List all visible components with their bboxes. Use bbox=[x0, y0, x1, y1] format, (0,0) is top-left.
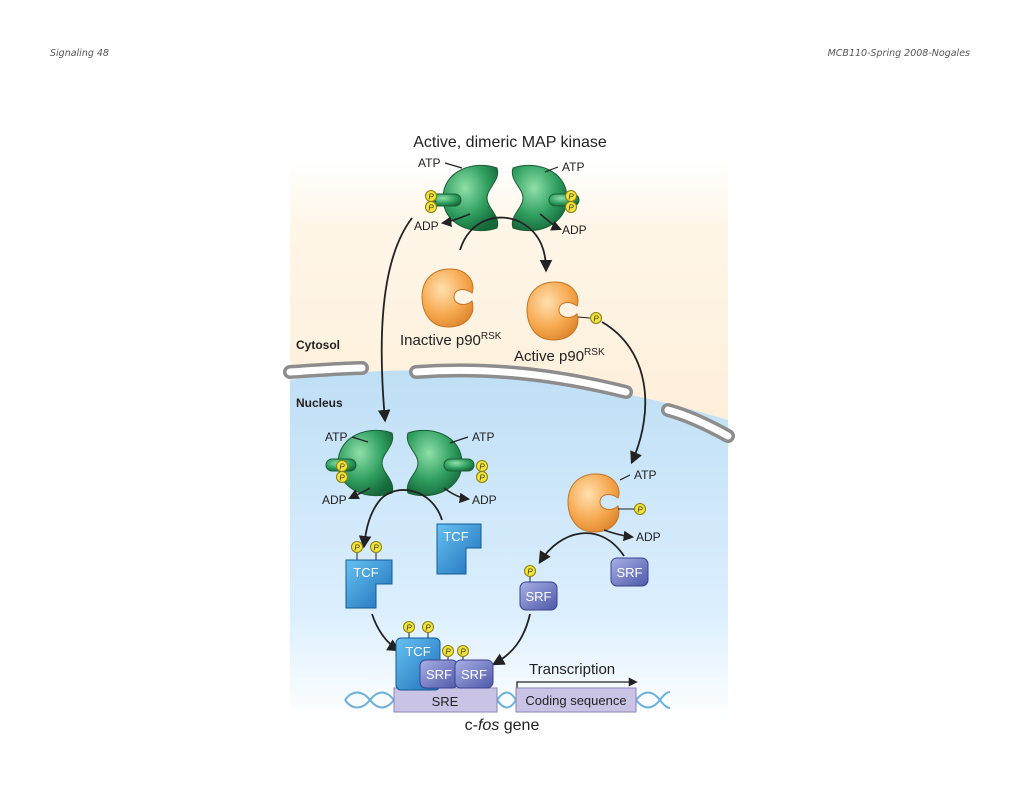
svg-text:P: P bbox=[460, 648, 466, 657]
phosphate-icon bbox=[634, 503, 646, 515]
svg-text:TCF: TCF bbox=[353, 565, 378, 580]
svg-text:P: P bbox=[445, 648, 451, 657]
svg-text:P: P bbox=[527, 568, 533, 577]
svg-text:P: P bbox=[637, 506, 643, 515]
page-header-left: Signaling 48 bbox=[50, 48, 109, 59]
coding-sequence-label: Coding sequence bbox=[525, 693, 626, 708]
svg-text:SRF: SRF bbox=[426, 667, 452, 682]
srf-phosphorylated bbox=[519, 581, 558, 611]
svg-text:TCF: TCF bbox=[443, 529, 468, 544]
phosphate-icon bbox=[336, 471, 348, 483]
adp-label-rsk: ADP bbox=[636, 530, 661, 544]
atp-label-nuc-right: ATP bbox=[472, 430, 494, 444]
svg-text:P: P bbox=[406, 624, 412, 633]
svg-text:P: P bbox=[339, 474, 345, 483]
sre-element bbox=[393, 687, 498, 713]
svg-text:SRF: SRF bbox=[526, 589, 552, 604]
svg-text:P: P bbox=[339, 463, 345, 472]
srf-bound-right bbox=[454, 659, 494, 689]
atp-label-top-right: ATP bbox=[562, 160, 584, 174]
phosphate-icon bbox=[351, 541, 363, 553]
page-header-right: MCB110-Spring 2008-Nogales bbox=[827, 48, 970, 59]
transcription-label: Transcription bbox=[529, 661, 615, 678]
figure-title: Active, dimeric MAP kinase bbox=[413, 134, 607, 151]
phosphate-icon bbox=[422, 621, 434, 633]
cytosol-label: Cytosol bbox=[296, 338, 340, 352]
adp-label-nuc-left: ADP bbox=[322, 493, 347, 507]
svg-text:P: P bbox=[373, 544, 379, 553]
active-p90rsk-label: Active p90RSK bbox=[514, 347, 605, 365]
adp-label-nuc-right: ADP bbox=[472, 493, 497, 507]
srf-unphosphorylated bbox=[610, 557, 649, 587]
svg-text:P: P bbox=[354, 544, 360, 553]
dna-helix bbox=[344, 691, 671, 709]
tcf-unphosphorylated bbox=[436, 523, 482, 575]
nucleus-label: Nucleus bbox=[296, 396, 343, 410]
sre-label: SRE bbox=[432, 694, 459, 709]
svg-text:SRF: SRF bbox=[617, 565, 643, 580]
atp-label-nuc-left: ATP bbox=[325, 430, 347, 444]
phosphate-icon bbox=[370, 541, 382, 553]
inactive-p90rsk-label: Inactive p90RSK bbox=[400, 331, 502, 349]
phosphate-icon bbox=[524, 565, 536, 577]
svg-text:P: P bbox=[593, 315, 599, 324]
phosphate-icon bbox=[403, 621, 415, 633]
svg-text:P: P bbox=[425, 624, 431, 633]
svg-text:P: P bbox=[479, 474, 485, 483]
phosphate-icon bbox=[457, 645, 469, 657]
svg-text:TCF: TCF bbox=[405, 644, 430, 659]
phosphate-icon bbox=[476, 471, 488, 483]
svg-text:P: P bbox=[568, 204, 574, 213]
svg-text:P: P bbox=[428, 193, 434, 202]
svg-text:P: P bbox=[479, 463, 485, 472]
adp-label-top-right: ADP bbox=[562, 223, 587, 237]
gene-label: c-fos gene bbox=[465, 717, 540, 734]
phosphate-icon bbox=[565, 201, 577, 213]
atp-label-top-left: ATP bbox=[418, 156, 440, 170]
svg-text:P: P bbox=[568, 193, 574, 202]
adp-label-top-left: ADP bbox=[414, 219, 439, 233]
tcf-phosphorylated bbox=[345, 559, 393, 609]
svg-text:SRF: SRF bbox=[461, 667, 487, 682]
svg-text:P: P bbox=[428, 204, 434, 213]
phosphate-icon bbox=[590, 312, 602, 324]
phosphate-icon bbox=[442, 645, 454, 657]
phosphate-icon bbox=[425, 201, 437, 213]
coding-sequence bbox=[515, 687, 637, 713]
atp-label-rsk: ATP bbox=[634, 468, 656, 482]
